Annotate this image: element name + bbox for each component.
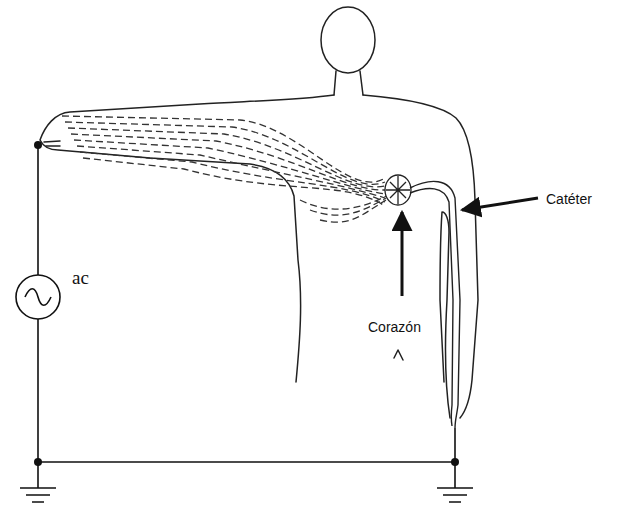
callout-arrows xyxy=(402,198,538,296)
current-line xyxy=(83,158,385,206)
right-arm-outer xyxy=(363,95,478,418)
junction-dot xyxy=(451,458,459,466)
part-name: Catéter xyxy=(546,192,592,206)
current-line xyxy=(80,152,385,202)
current-line xyxy=(65,122,385,184)
neck-right xyxy=(360,71,363,95)
sine-symbol xyxy=(25,289,51,306)
part-name: Corazón xyxy=(368,320,421,334)
heart xyxy=(385,175,411,205)
ac-source-symbol xyxy=(16,275,60,319)
neck-left xyxy=(334,71,336,95)
ground-symbol xyxy=(437,462,473,502)
wire xyxy=(38,145,455,462)
human-body xyxy=(40,7,478,418)
ground-symbol xyxy=(20,462,56,502)
source-label: ac xyxy=(72,268,89,287)
catheter-line xyxy=(410,189,453,426)
catheter xyxy=(410,181,460,428)
heart-mark xyxy=(386,176,410,204)
right-arm-inner xyxy=(440,212,450,418)
catheter-line xyxy=(410,181,460,428)
fingers xyxy=(44,141,60,146)
junction-dots xyxy=(34,141,459,466)
current-line xyxy=(320,200,386,222)
junction-dot xyxy=(34,458,42,466)
circuit-wires xyxy=(16,145,473,502)
leader-arrow xyxy=(401,212,404,296)
navel xyxy=(394,350,403,360)
current-lines xyxy=(62,116,386,222)
head xyxy=(321,7,375,73)
leader-arrow xyxy=(462,198,538,210)
heart-outline xyxy=(385,175,411,205)
junction-dot xyxy=(34,141,42,149)
current-line xyxy=(300,196,386,209)
